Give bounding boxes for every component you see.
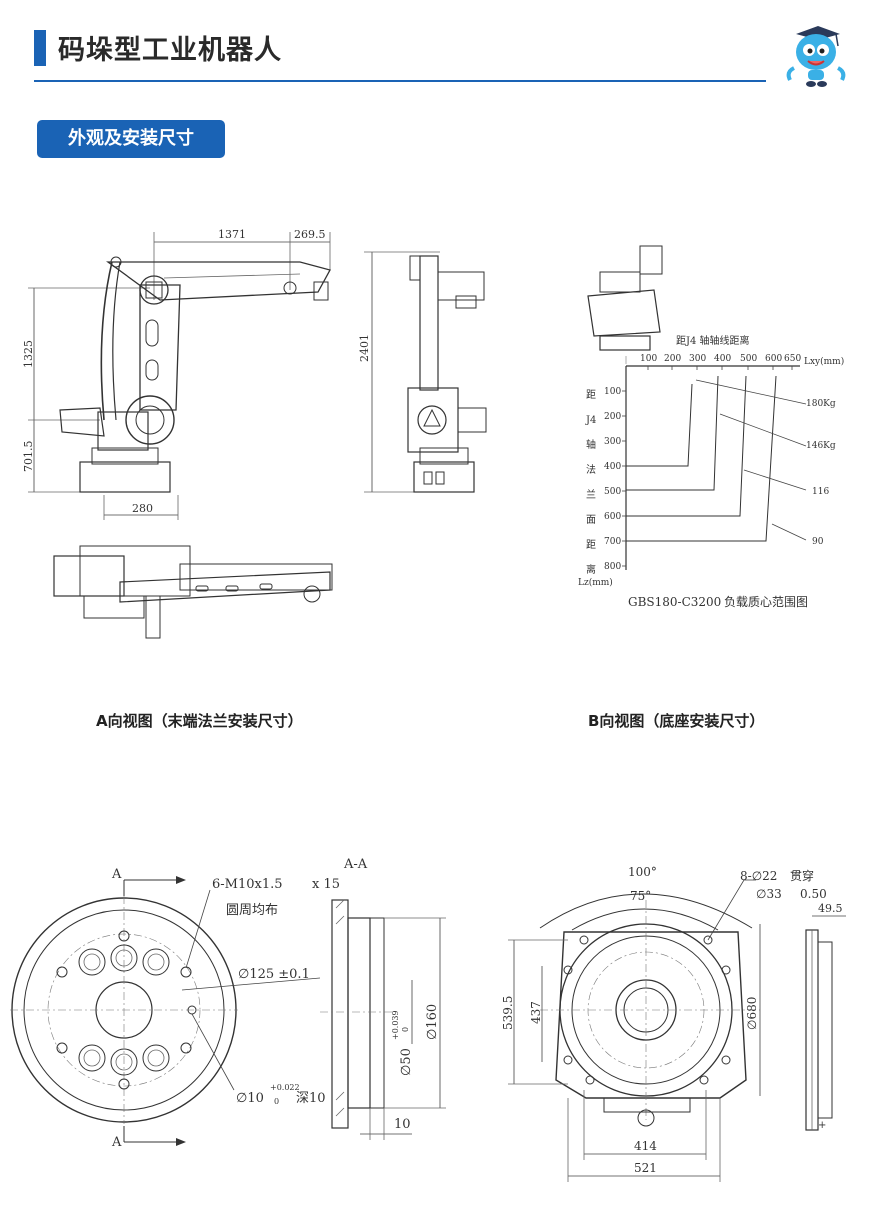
bore-tol-upper: +0.039 — [391, 1010, 400, 1040]
pin-depth: 深10 — [296, 1091, 326, 1106]
robot-mascot-icon — [786, 26, 846, 87]
bolt-spec: 6-M10x1.5 — [212, 877, 283, 892]
x-tick-label: 300 — [689, 354, 706, 364]
y-tick-label: 700 — [604, 537, 621, 547]
side-dim: 49.5 — [818, 902, 843, 915]
y-axis-title-char: 面 — [586, 515, 596, 526]
x-tick-label: 650 — [784, 354, 801, 364]
y-axis-title-char: J4 — [585, 415, 596, 426]
hole-spec: 8-∅22 — [740, 869, 777, 883]
y-tick-label: 500 — [604, 487, 621, 497]
counter-spec: ∅33 — [756, 887, 782, 901]
wrist-flange-sketch — [587, 245, 663, 351]
svg-text:+: + — [818, 1120, 826, 1131]
angle-outer: 100° — [628, 865, 657, 879]
hole-note: 贯穿 — [790, 868, 814, 883]
pin-hole-dim: ∅10 — [236, 1091, 264, 1106]
section-tab: 外观及安装尺寸 — [37, 120, 225, 158]
section-label: A-A — [343, 857, 368, 872]
dim-437: 437 — [529, 1001, 543, 1024]
chart-caption: 负载质心范围图 — [724, 595, 808, 609]
title-divider — [34, 80, 766, 82]
x-tick-label: 200 — [664, 354, 681, 364]
y-unit: Lz(mm) — [578, 577, 613, 588]
view-a-flange-drawing: A A 6-M10x1.5 x 15 圆周均布 ∅125 ±0.1 ∅10 +0… — [10, 857, 446, 1150]
x-tick-label: 400 — [714, 354, 731, 364]
x-tick-label: 100 — [640, 354, 657, 364]
dim-414: 414 — [634, 1139, 657, 1153]
dim-539: 539.5 — [501, 996, 515, 1030]
caption-view-b: B向视图（底座安装尺寸） — [588, 712, 765, 730]
base-outline — [540, 900, 760, 1127]
y-axis-title-char: 距 — [586, 539, 596, 551]
bolt-note: 圆周均布 — [226, 903, 278, 918]
y-tick-label: 400 — [604, 462, 621, 472]
view-b-base-drawing: 100° 75° 8-∅22 贯穿 ∅33 0.50 539.5 437 ∅68… — [501, 865, 846, 1182]
bore-dia: ∅50 — [399, 1048, 414, 1076]
title-accent-bar — [34, 30, 46, 66]
y-axis-title-char: 距 — [586, 389, 596, 401]
dim-680: ∅680 — [745, 997, 759, 1030]
base-side-view: + — [805, 929, 833, 1131]
page-title: 码垛型工业机器人 — [58, 35, 282, 66]
dim-reach: 1371 — [218, 228, 246, 241]
y-axis-title-char: 轴 — [586, 438, 596, 451]
y-axis-title-char: 法 — [586, 463, 596, 476]
y-tick-label: 100 — [604, 387, 621, 397]
x-axis-title: 距J4 轴轴线距离 — [676, 334, 750, 347]
dim-total-height: 2401 — [358, 334, 371, 362]
dim-wrist-offset: 269.5 — [294, 228, 326, 241]
chart-model: GBS180-C3200 — [628, 595, 721, 609]
load-envelope-curves — [626, 375, 807, 542]
bolt-depth: x 15 — [312, 877, 340, 892]
dim-521: 521 — [634, 1161, 657, 1175]
y-tick-label: 200 — [604, 412, 621, 422]
flange-dia: ∅160 — [425, 1004, 440, 1040]
pcd-dim: ∅125 ±0.1 — [238, 967, 310, 982]
flange-section — [320, 899, 400, 1129]
y-tick-label: 600 — [604, 512, 621, 522]
caption-view-a: A向视图（末端法兰安装尺寸） — [96, 712, 303, 730]
robot-top-view — [53, 545, 333, 639]
bolt-holes — [56, 930, 197, 1090]
x-tick-label: 600 — [765, 354, 782, 364]
y-axis-title-char: 兰 — [586, 488, 596, 501]
pin-tol-upper: +0.022 — [270, 1083, 300, 1092]
pin-tol-lower: 0 — [274, 1097, 279, 1106]
dim-base-height: 701.5 — [22, 441, 35, 473]
load-label-180: 180Kg — [806, 399, 836, 409]
section-arrow-top: A — [111, 867, 122, 882]
angle-inner: 75° — [630, 889, 651, 903]
counter-depth: 0.50 — [800, 887, 827, 901]
dim-upper-height: 1325 — [22, 340, 35, 368]
bore-tol-lower: 0 — [401, 1027, 410, 1032]
y-tick-label: 300 — [604, 437, 621, 447]
x-unit: Lxy(mm) — [804, 356, 844, 367]
robot-side-view — [59, 256, 331, 493]
robot-front-view — [407, 255, 487, 493]
load-label-90: 90 — [812, 537, 824, 547]
robot-dimension-drawing: 1371 269.5 1325 701.5 280 2401 — [22, 228, 487, 639]
load-label-116: 116 — [812, 487, 829, 497]
thickness-dim: 10 — [394, 1117, 411, 1132]
dim-base-width: 280 — [132, 502, 153, 515]
x-tick-label: 500 — [740, 354, 757, 364]
load-label-146: 146Kg — [806, 441, 836, 451]
y-tick-label: 800 — [604, 562, 621, 572]
y-axis-title-char: 离 — [586, 563, 596, 576]
section-arrow-bottom: A — [111, 1135, 122, 1150]
